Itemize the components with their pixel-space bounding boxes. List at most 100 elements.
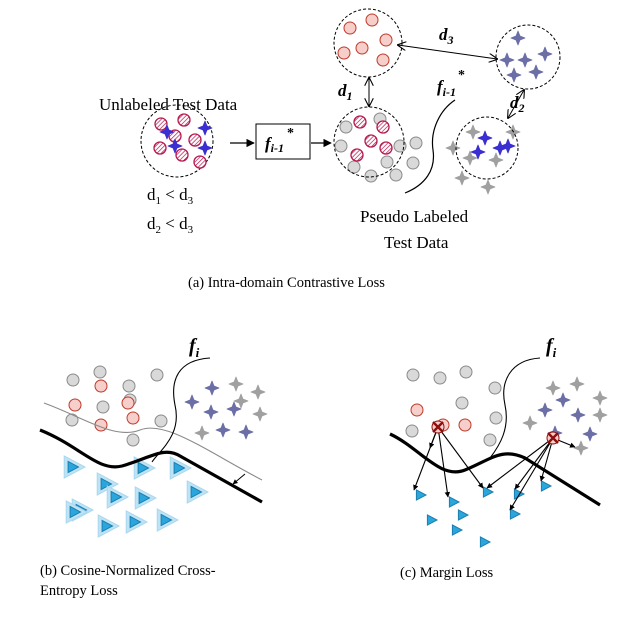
b-triangle-11 <box>69 505 82 519</box>
c-dot-4 <box>410 403 424 417</box>
c-star-4 <box>570 407 586 423</box>
b-triangle-3 <box>173 461 186 475</box>
purple-star-3 <box>517 52 533 68</box>
lower-blue-star-1 <box>492 140 508 156</box>
b-star-3 <box>203 404 219 420</box>
c-star-6 <box>582 426 598 442</box>
mixed-gray-dot-3 <box>364 169 378 183</box>
b-dot-9 <box>65 413 79 427</box>
purple-star-5 <box>506 67 522 83</box>
b-star-9 <box>252 406 268 422</box>
c-arrow-a-1 <box>435 426 451 498</box>
c-triangle-6 <box>457 509 470 521</box>
c-star-points <box>522 376 608 456</box>
b-dot-2 <box>122 379 136 393</box>
c-anchor-marks <box>431 420 560 445</box>
function-box-label: fi-1* <box>265 126 294 155</box>
caption-c: (c) Margin Loss <box>400 565 494 581</box>
b-circle-points <box>65 365 168 447</box>
mixed-gray-dot-0 <box>339 120 353 134</box>
mixed-hatch-dot-1 <box>376 120 390 134</box>
c-dot-2 <box>459 365 473 379</box>
inequality-2: d2 < d3 <box>147 214 194 236</box>
distance-d2-line <box>508 90 524 118</box>
unlabeled-title: Unlabeled Test Data <box>99 95 238 114</box>
lower-gray-star-3 <box>454 170 470 186</box>
pink-dot-4 <box>337 46 351 60</box>
c-anchor-cross-1 <box>547 432 559 444</box>
b-dot-10 <box>96 400 110 414</box>
mixed-gray-dot-7 <box>406 156 420 170</box>
c-dot-1 <box>433 371 447 385</box>
c-star-9 <box>573 440 589 456</box>
lower-blue-star-2 <box>470 144 486 160</box>
c-star-1 <box>569 376 585 392</box>
b-boundary-thin <box>151 357 211 463</box>
b-dot-8 <box>126 411 140 425</box>
b-boundary-label: fi <box>189 335 200 360</box>
unlabeled-circle-5 <box>175 148 189 162</box>
b-star-0 <box>204 380 220 396</box>
lower-gray-star-2 <box>488 152 504 168</box>
lower-blue-stars <box>470 130 516 160</box>
lower-gray-star-1 <box>462 150 478 166</box>
mixed-gray-dot-6 <box>409 136 423 150</box>
caption-b-line-2: Entropy Loss <box>40 583 118 599</box>
b-star-7 <box>194 425 210 441</box>
mixed-hatch-dot-0 <box>353 115 367 129</box>
b-dot-11 <box>154 414 168 428</box>
mixed-hatch-dot-2 <box>364 134 378 148</box>
b-star-points <box>184 376 268 441</box>
purple-star-4 <box>528 64 544 80</box>
c-triangle-9 <box>479 536 492 548</box>
b-triangle-1 <box>100 477 113 491</box>
c-dot-9 <box>405 424 419 438</box>
lower-blue-star-3 <box>500 138 516 154</box>
b-triangle-7 <box>160 513 173 527</box>
pink-dot-0 <box>343 21 357 35</box>
c-dot-10 <box>483 433 497 447</box>
lower-gray-star-4 <box>480 179 496 195</box>
b-star-2 <box>250 384 266 400</box>
lower-gray-star-5 <box>445 140 461 156</box>
caption-a: (a) Intra-domain Contrastive Loss <box>188 275 385 291</box>
c-dot-8 <box>489 411 503 425</box>
unlabeled-circle-1 <box>177 113 191 127</box>
d2-label: d2 <box>510 93 525 115</box>
c-triangle-2 <box>482 486 495 498</box>
b-star-8 <box>184 394 200 410</box>
c-star-0 <box>545 380 561 396</box>
mixed-gray-dot-5 <box>393 139 407 153</box>
mixed-gray-dot-8 <box>389 168 403 182</box>
pseudo-cluster-lower-stars <box>455 116 519 180</box>
c-dot-5 <box>455 396 469 410</box>
purple-star-2 <box>499 52 515 68</box>
d3-label: d3 <box>439 25 454 47</box>
pseudo-cluster-mixed <box>333 106 405 178</box>
c-triangle-8 <box>451 524 464 536</box>
c-star-7 <box>592 407 608 423</box>
b-triangle-5 <box>110 490 123 504</box>
c-triangle-points <box>415 480 553 548</box>
unlabeled-star-0 <box>159 124 175 140</box>
unlabeled-circle-0 <box>154 117 168 131</box>
c-arrow-a-2 <box>437 426 484 489</box>
mixed-hatch-dot-4 <box>379 141 393 155</box>
b-star-4 <box>226 401 242 417</box>
b-shift-arrow <box>232 473 246 485</box>
mixed-gray-points <box>334 112 423 183</box>
unlabeled-cluster <box>140 104 214 178</box>
b-triangle-0 <box>67 460 80 474</box>
c-dot-7 <box>458 418 472 432</box>
c-boundary-thin <box>489 357 541 459</box>
mixed-hatch-points <box>350 115 393 162</box>
b-dot-12 <box>126 433 140 447</box>
c-arrow-b-2 <box>486 437 554 489</box>
lower-gray-star-0 <box>465 124 481 140</box>
boundary-a <box>404 99 456 194</box>
mixed-gray-dot-4 <box>380 155 394 169</box>
b-star-10 <box>233 393 249 409</box>
lower-blue-star-0 <box>477 130 493 146</box>
c-margin-arrows <box>413 426 576 511</box>
